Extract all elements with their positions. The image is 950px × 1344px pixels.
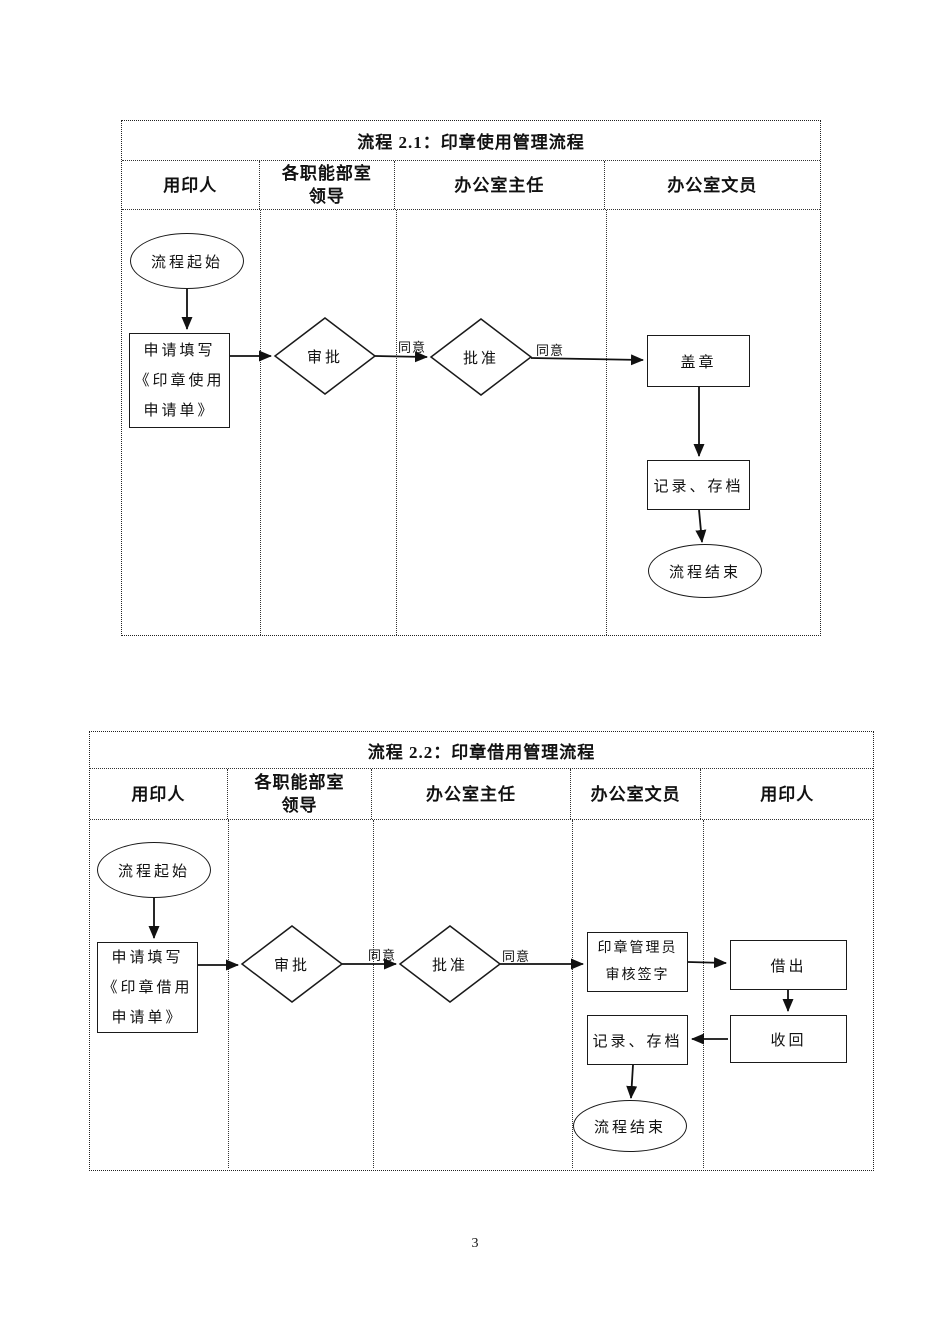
review-decision-node: 审批 [240, 925, 344, 1003]
agree-label-2: 同意 [502, 949, 531, 964]
approve-decision-node: 批准 [398, 925, 502, 1003]
chart2-column-divider-2 [373, 820, 374, 1168]
chart2-column-office-clerk: 办公室文员 [571, 769, 702, 819]
chart1-header-row: 用印人 各职能部室 领导 办公室主任 办公室文员 [122, 161, 820, 210]
chart2-column-office-director: 办公室主任 [372, 769, 571, 819]
chart1-column-office-director: 办公室主任 [395, 161, 605, 209]
chart2-title: 流程 2.2：印章借用管理流程 [90, 732, 873, 769]
start-node: 流程起始 [130, 233, 244, 289]
chart2-header-row: 用印人 各职能部室 领导 办公室主任 办公室文员 用印人 [90, 769, 873, 820]
diamond-shape [398, 925, 502, 1003]
end-node: 流程结束 [648, 544, 762, 598]
chart2-column-divider-3 [572, 820, 573, 1168]
review-decision-node: 审批 [273, 317, 377, 395]
diamond-shape [273, 317, 377, 395]
record-archive-node: 记录、存档 [647, 460, 750, 510]
approve-decision-label: 批准 [431, 957, 468, 974]
stamp-node: 盖章 [647, 335, 750, 387]
flowchart-seal-borrowing: 流程 2.2：印章借用管理流程 用印人 各职能部室 领导 办公室主任 办公室文员… [89, 731, 874, 1171]
chart2-column-seal-user-2: 用印人 [760, 784, 815, 804]
chart1-title: 流程 2.1：印章使用管理流程 [122, 121, 820, 161]
flowchart-seal-usage: 流程 2.1：印章使用管理流程 用印人 各职能部室 领导 办公室主任 办公室文员… [121, 120, 821, 636]
arrow-admin-to-lend [687, 957, 727, 969]
chart2-column-divider-1 [228, 820, 229, 1168]
arrow-record-to-end [626, 1064, 638, 1099]
review-decision-label: 审批 [306, 349, 343, 366]
approve-decision-label: 批准 [462, 350, 499, 367]
chart1-column-dept-leaders: 各职能部室 领导 [260, 161, 396, 209]
chart1-column-seal-user: 用印人 [122, 161, 260, 209]
start-node: 流程起始 [97, 842, 211, 898]
chart1-column-divider-2 [396, 210, 397, 635]
page-number: 3 [471, 1236, 479, 1251]
arrow-review-to-approve [374, 351, 428, 363]
arrow-record-to-end [695, 509, 707, 543]
agree-label-2: 同意 [536, 343, 565, 358]
apply-form-node: 申请填写 《印章借用 申请单》 [97, 942, 198, 1033]
arrow-approve-to-stamp [530, 354, 644, 366]
diamond-shape [240, 925, 344, 1003]
apply-form-node: 申请填写 《印章使用 申请单》 [129, 333, 230, 428]
lend-out-node: 借出 [730, 940, 847, 990]
end-node: 流程结束 [573, 1100, 687, 1152]
take-back-node: 收回 [730, 1015, 847, 1063]
chart2-column-dept-leaders: 各职能部室 领导 [228, 769, 373, 819]
agree-label-1: 同意 [368, 948, 397, 963]
record-archive-node: 记录、存档 [587, 1015, 688, 1065]
chart1-column-divider-3 [606, 210, 607, 635]
diamond-shape [429, 318, 533, 396]
chart2-body: 流程起始 申请填写 《印章借用 申请单》 审批 同意 批准 同意 印章管理员 审… [90, 820, 873, 1168]
review-decision-label: 审批 [273, 957, 310, 974]
chart2-column-seal-user: 用印人 [90, 769, 228, 819]
approve-decision-node: 批准 [429, 318, 533, 396]
chart1-body: 流程起始 申请填写 《印章使用 申请单》 审批 同意 批准 同意 盖章 记录、存… [122, 210, 820, 635]
agree-label-1: 同意 [398, 340, 427, 355]
seal-admin-sign-node: 印章管理员 审核签字 [587, 932, 688, 992]
chart1-column-divider-1 [260, 210, 261, 635]
chart1-column-office-clerk: 办公室文员 [667, 175, 758, 195]
chart2-column-divider-4 [703, 820, 704, 1168]
